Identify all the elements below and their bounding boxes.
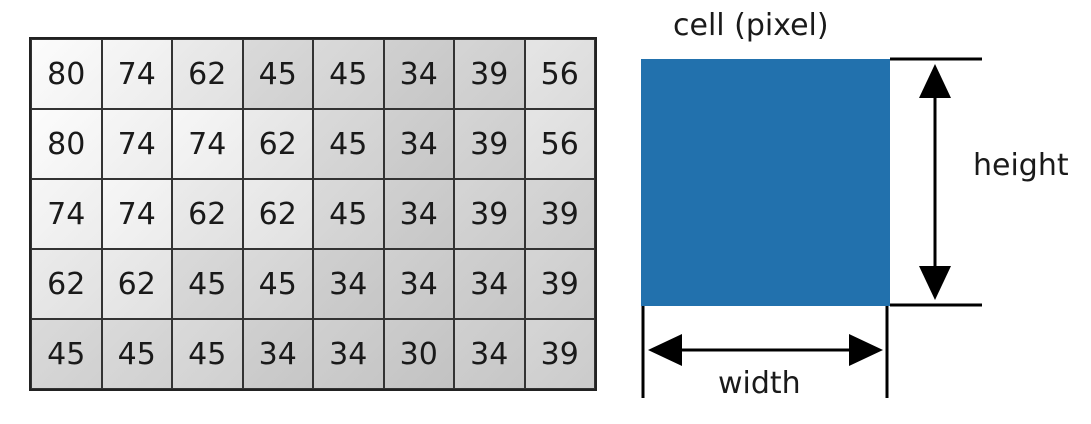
grid-cell: 39 — [524, 249, 595, 319]
grid-cell: 45 — [242, 39, 313, 109]
grid-cell: 45 — [172, 249, 243, 319]
height-arrow-head-down — [919, 266, 951, 300]
grid-cell: 45 — [172, 319, 243, 389]
grid-cell: 56 — [524, 39, 595, 109]
grid-cell: 34 — [383, 39, 454, 109]
grid-cell: 80 — [31, 39, 102, 109]
grid-cell: 45 — [313, 109, 384, 179]
grid-cell: 74 — [101, 179, 172, 249]
grid-cell: 45 — [313, 179, 384, 249]
grid-cell: 39 — [454, 39, 525, 109]
grid-cell: 62 — [172, 179, 243, 249]
grid-cell: 74 — [101, 109, 172, 179]
grid-cell: 62 — [242, 179, 313, 249]
grid-cell: 45 — [242, 249, 313, 319]
width-arrow-head-right — [849, 334, 883, 366]
grid-cell: 62 — [172, 39, 243, 109]
grid-cell: 34 — [383, 109, 454, 179]
height-arrow-head-up — [919, 64, 951, 98]
grid-cell: 56 — [524, 109, 595, 179]
grid-cell: 45 — [313, 39, 384, 109]
grid-cell: 45 — [31, 319, 102, 389]
grid-cell: 39 — [524, 319, 595, 389]
grid-cell: 74 — [172, 109, 243, 179]
pixel-cell-square — [641, 59, 890, 306]
grid-cell: 34 — [313, 249, 384, 319]
grid-cell: 62 — [242, 109, 313, 179]
width-label: width — [718, 366, 801, 401]
grid-cell: 62 — [31, 249, 102, 319]
grid-cell: 30 — [383, 319, 454, 389]
grid-cell: 62 — [101, 249, 172, 319]
grid-cell: 34 — [383, 179, 454, 249]
grid-cell: 34 — [454, 319, 525, 389]
height-label: height — [973, 148, 1069, 183]
cell-label: cell (pixel) — [673, 8, 829, 43]
grid-cell: 34 — [383, 249, 454, 319]
grid-cell: 39 — [524, 179, 595, 249]
grid-cell: 39 — [454, 179, 525, 249]
grid-cell: 80 — [31, 109, 102, 179]
grid-cell: 74 — [101, 39, 172, 109]
grid-cell: 34 — [454, 249, 525, 319]
grid-cell: 34 — [313, 319, 384, 389]
grid-cell: 74 — [31, 179, 102, 249]
grid-cell: 45 — [101, 319, 172, 389]
width-arrow-head-left — [648, 334, 682, 366]
grid-cell: 34 — [242, 319, 313, 389]
grid-cell: 39 — [454, 109, 525, 179]
